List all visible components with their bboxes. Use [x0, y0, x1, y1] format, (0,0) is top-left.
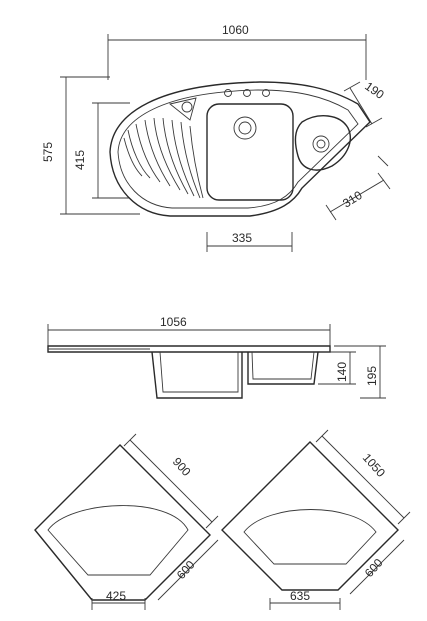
main-bowl-drain-inner [238, 121, 252, 135]
dim-label-1060: 1060 [222, 23, 249, 37]
dim-front-425: 425 [91, 589, 146, 610]
dim-label-1050: 1050 [360, 451, 388, 480]
cabinet-small-sink [47, 505, 189, 576]
dim-width-1060: 1060 [107, 23, 367, 80]
dim-label-140: 140 [335, 362, 349, 382]
side-bowl-right [247, 351, 319, 385]
main-bowl [206, 103, 294, 201]
dim-bowl-width-335: 335 [206, 231, 293, 252]
dim-label-635: 635 [290, 589, 310, 603]
dim-label-335: 335 [232, 231, 252, 245]
dim-front-635: 635 [269, 589, 341, 610]
dim-arm-190: 190 [343, 79, 387, 128]
dim-depth-575: 575 [41, 76, 140, 215]
dim-label-575: 575 [41, 142, 55, 162]
dim-label-900: 900 [170, 455, 194, 479]
small-bowl-drain-inner [316, 139, 326, 149]
dim-edge-310: 310 [325, 155, 391, 221]
small-bowl [294, 115, 351, 171]
cabinet-large: 1050 600 635 [221, 429, 411, 610]
side-bowl-left [151, 351, 243, 399]
dim-side-600-large: 600 [349, 539, 405, 595]
top-view: 1060 575 415 335 190 [41, 23, 391, 252]
sink-outline [109, 81, 371, 217]
cabinet-large-sink [243, 509, 377, 565]
dim-label-1056: 1056 [160, 315, 187, 329]
dim-label-415: 415 [73, 150, 87, 170]
dim-bowl-depth-415: 415 [73, 102, 130, 199]
drainboard-ribs [123, 117, 204, 199]
sink-inner-rim [117, 89, 359, 209]
faucet-holes [224, 89, 270, 97]
dim-label-195: 195 [365, 366, 379, 386]
cabinet-small: 900 600 425 [34, 433, 219, 610]
dim-height-195: 195 [334, 345, 386, 399]
dim-diagonal-1050: 1050 [315, 429, 411, 525]
cabinet-small-outline [34, 444, 211, 601]
dim-label-425: 425 [106, 589, 126, 603]
small-bowl-drain-outer [312, 135, 330, 153]
dim-diagonal-900: 900 [123, 433, 219, 529]
dim-length-1056: 1056 [47, 315, 331, 352]
strainer-drain [181, 101, 193, 113]
dim-label-600-large: 600 [362, 556, 386, 580]
strainer-basket [168, 97, 197, 121]
side-view: 1056 140 195 [47, 315, 386, 399]
cabinet-large-outline [221, 441, 399, 591]
dim-height-140: 140 [318, 351, 356, 385]
main-bowl-drain-outer [233, 116, 257, 140]
dim-label-310: 310 [340, 188, 365, 211]
dim-label-600-small: 600 [174, 558, 198, 582]
dim-label-190: 190 [362, 79, 387, 102]
dim-side-600-small: 600 [157, 539, 219, 601]
